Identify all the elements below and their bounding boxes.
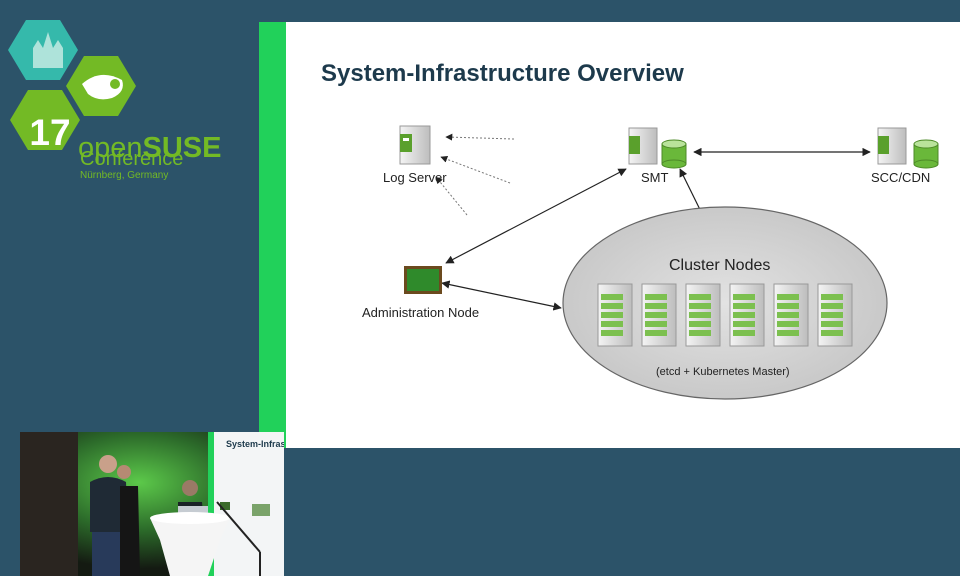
video-frame xyxy=(20,432,284,576)
log-server-label: Log Server xyxy=(383,170,447,185)
slide-title: System-Infrastructure Overview xyxy=(321,60,684,87)
brand-prefix: open xyxy=(78,132,143,164)
diagram-canvas xyxy=(399,125,939,400)
cluster-rack-icon xyxy=(641,283,677,347)
conference-logo: 17 openSUSE Conference Nürnberg, Germany xyxy=(8,18,248,188)
slide-accent-bar xyxy=(259,22,286,448)
log-connector-2 xyxy=(440,155,511,184)
smt-server-icon xyxy=(628,127,658,165)
administration-node-icon xyxy=(404,266,442,294)
brand-suffix: SUSE xyxy=(142,132,222,164)
cluster-rack-icon xyxy=(773,283,809,347)
administration-node-label: Administration Node xyxy=(362,305,480,320)
conference-subtitle: Conference xyxy=(80,148,184,170)
scc-server-icon xyxy=(877,127,907,165)
conference-location: Nürnberg, Germany xyxy=(80,170,169,181)
cluster-rack-icon xyxy=(729,283,765,347)
log-server-icon xyxy=(399,125,431,165)
admin-cluster-connector xyxy=(441,280,562,311)
cluster-rack-icon xyxy=(817,283,853,347)
smt-admin-connector xyxy=(445,168,627,264)
video-screen-title: System-Infrastr xyxy=(226,439,284,449)
cluster-nodes-caption: (etcd + Kubernetes Master) xyxy=(656,366,790,378)
scc-database-icon xyxy=(913,139,939,169)
cluster-rack-icon xyxy=(597,283,633,347)
speaker-video: System-Infrastr xyxy=(20,432,284,576)
hexagon-logo-icon xyxy=(8,20,136,150)
cluster-nodes-title: Cluster Nodes xyxy=(669,257,771,274)
scc-cdn-label: SCC/CDN xyxy=(871,170,931,185)
log-connector-1 xyxy=(445,133,515,141)
brand-name: openSUSE xyxy=(78,134,222,163)
cluster-rack-group xyxy=(597,283,853,347)
smt-label: SMT xyxy=(641,170,669,185)
cluster-nodes-ellipse xyxy=(562,206,888,400)
smt-database-icon xyxy=(661,139,687,169)
cluster-rack-icon xyxy=(685,283,721,347)
infrastructure-diagram: Log Server SMT SCC/CDN Administration No… xyxy=(286,100,960,430)
edition-number: 17 xyxy=(29,112,71,153)
